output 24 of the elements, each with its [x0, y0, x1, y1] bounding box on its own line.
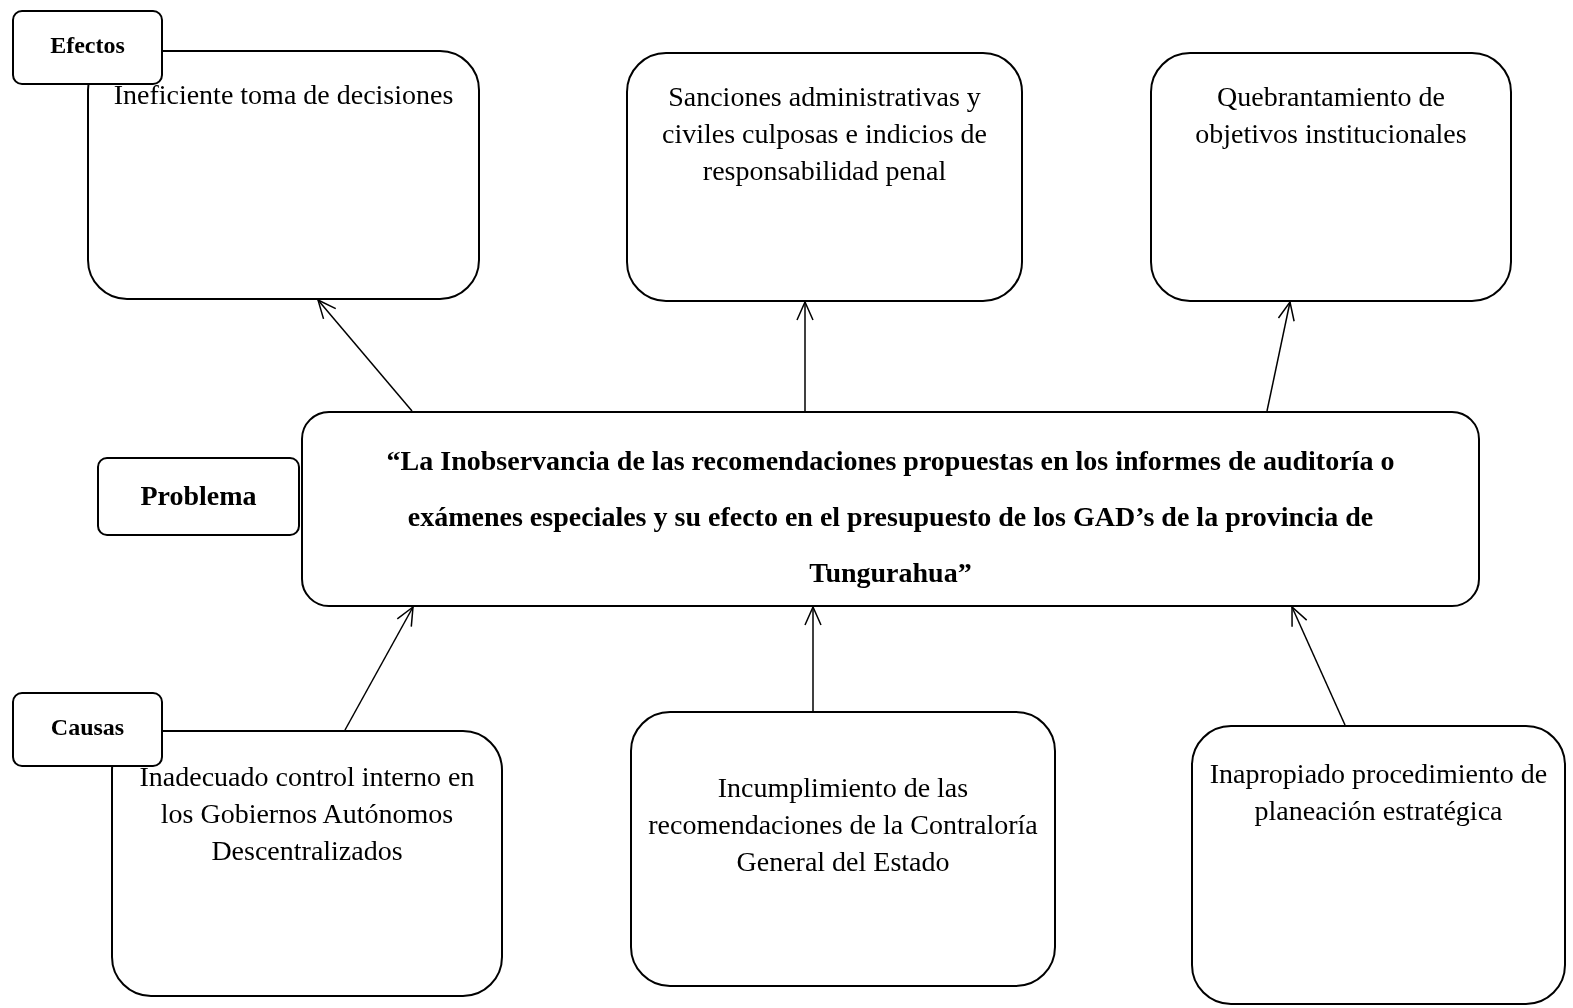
arrow: [344, 606, 414, 731]
section-label-text: Problema: [140, 479, 257, 513]
arrow: [796, 301, 814, 412]
effect-box: [1150, 52, 1512, 302]
node-text: Quebrantamiento de objetivos institucionales: [1194, 80, 1468, 152]
node-text: Ineficiente toma de decisiones: [113, 78, 454, 112]
problem-box: [301, 411, 1480, 607]
section-label: [12, 10, 163, 85]
section-label-text: Efectos: [50, 31, 125, 60]
cause-box: [1191, 725, 1566, 1005]
problem-statement: “La Inobservancia de las recomendaciones propuestas en los informes de auditoría o exámenes especiales y su efecto en el presupuesto de los GAD’s de la provincia de Tungurahua”: [385, 444, 1396, 590]
cause-box: [630, 711, 1056, 987]
arrow: [1291, 606, 1346, 726]
node-text: Incumplimiento de las recomendaciones de la Contraloría General del Estado: [647, 771, 1039, 880]
section-label-text: Causas: [50, 713, 125, 742]
arrow: [804, 606, 822, 712]
section-label: [12, 692, 163, 767]
arrow: [1266, 301, 1295, 412]
arrow: [317, 299, 413, 412]
node-text: Inadecuado control interno en los Gobiernos Autónomos Descentralizados: [138, 760, 476, 869]
node-text: Sanciones administrativas y civiles culposas e indicios de responsabilidad penal: [660, 80, 988, 189]
section-label: [97, 457, 300, 536]
effect-box: [626, 52, 1023, 302]
node-text: Inapropiado procedimiento de planeación estratégica: [1208, 757, 1549, 829]
